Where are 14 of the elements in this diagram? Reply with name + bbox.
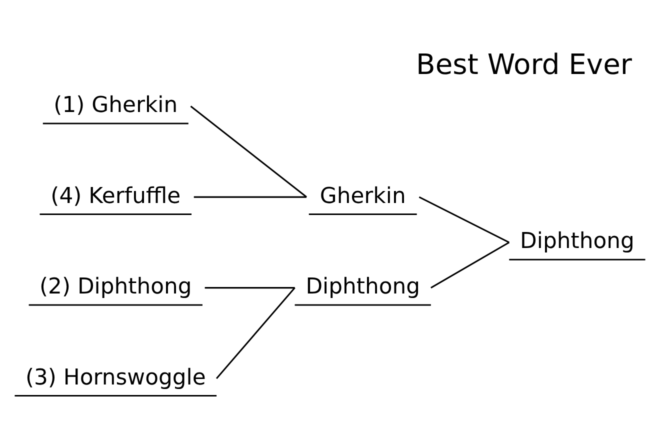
node-text: (4) Kerfuffle — [50, 183, 181, 208]
connector — [216, 286, 296, 379]
node-text: Diphthong — [306, 274, 420, 300]
connector — [204, 286, 295, 288]
connector — [190, 105, 308, 198]
connector — [430, 241, 510, 288]
node-text: (1) Gherkin — [54, 92, 178, 118]
node-text: (3) Hornswoggle — [25, 364, 206, 390]
node-text: (2) Diphthong — [39, 274, 192, 300]
connector — [418, 196, 510, 243]
diagram-title: Best Word Ever — [416, 48, 632, 81]
connector — [194, 196, 307, 198]
node-text: Diphthong — [520, 228, 634, 254]
node-text: Gherkin — [320, 183, 406, 208]
